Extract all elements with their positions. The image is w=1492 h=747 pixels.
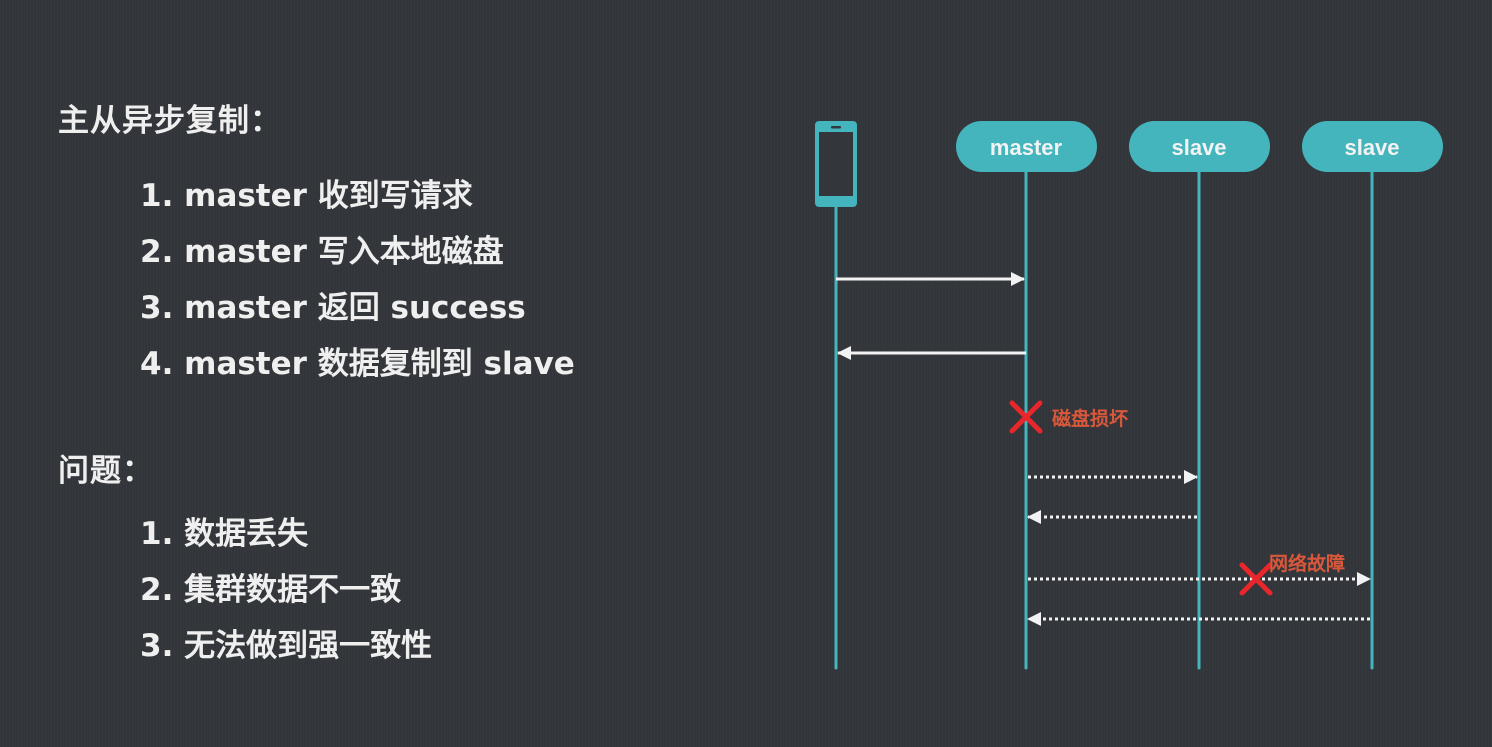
- network-failure-annotation: 网络故障: [1239, 552, 1345, 596]
- step-3: 3. master 返回 success: [140, 290, 526, 326]
- cross-icon: [1239, 562, 1273, 596]
- participant-master: master: [956, 121, 1097, 172]
- participant-master-label: master: [990, 135, 1063, 160]
- heading-async-replication: 主从异步复制：: [58, 103, 282, 139]
- problem-3: 3. 无法做到强一致性: [140, 628, 433, 664]
- disk-failure-label: 磁盘损坏: [1052, 407, 1128, 430]
- participant-slave-2: slave: [1302, 121, 1443, 172]
- problem-1: 1. 数据丢失: [140, 516, 309, 552]
- phone-icon: [815, 121, 857, 207]
- step-4: 4. master 数据复制到 slave: [140, 346, 575, 382]
- messages-dotted: [1027, 470, 1371, 626]
- heading-problems: 问题：: [58, 453, 154, 489]
- network-failure-label: 网络故障: [1269, 552, 1345, 575]
- cross-icon: [1009, 400, 1043, 434]
- step-2: 2. master 写入本地磁盘: [140, 234, 504, 270]
- disk-failure-annotation: 磁盘损坏: [1009, 400, 1128, 434]
- problem-2: 2. 集群数据不一致: [140, 572, 402, 608]
- messages-solid: [836, 272, 1026, 360]
- participant-slave-1: slave: [1129, 121, 1270, 172]
- participant-slave-1-label: slave: [1171, 135, 1226, 160]
- step-1: 1. master 收到写请求: [140, 178, 473, 214]
- participant-slave-2-label: slave: [1344, 135, 1399, 160]
